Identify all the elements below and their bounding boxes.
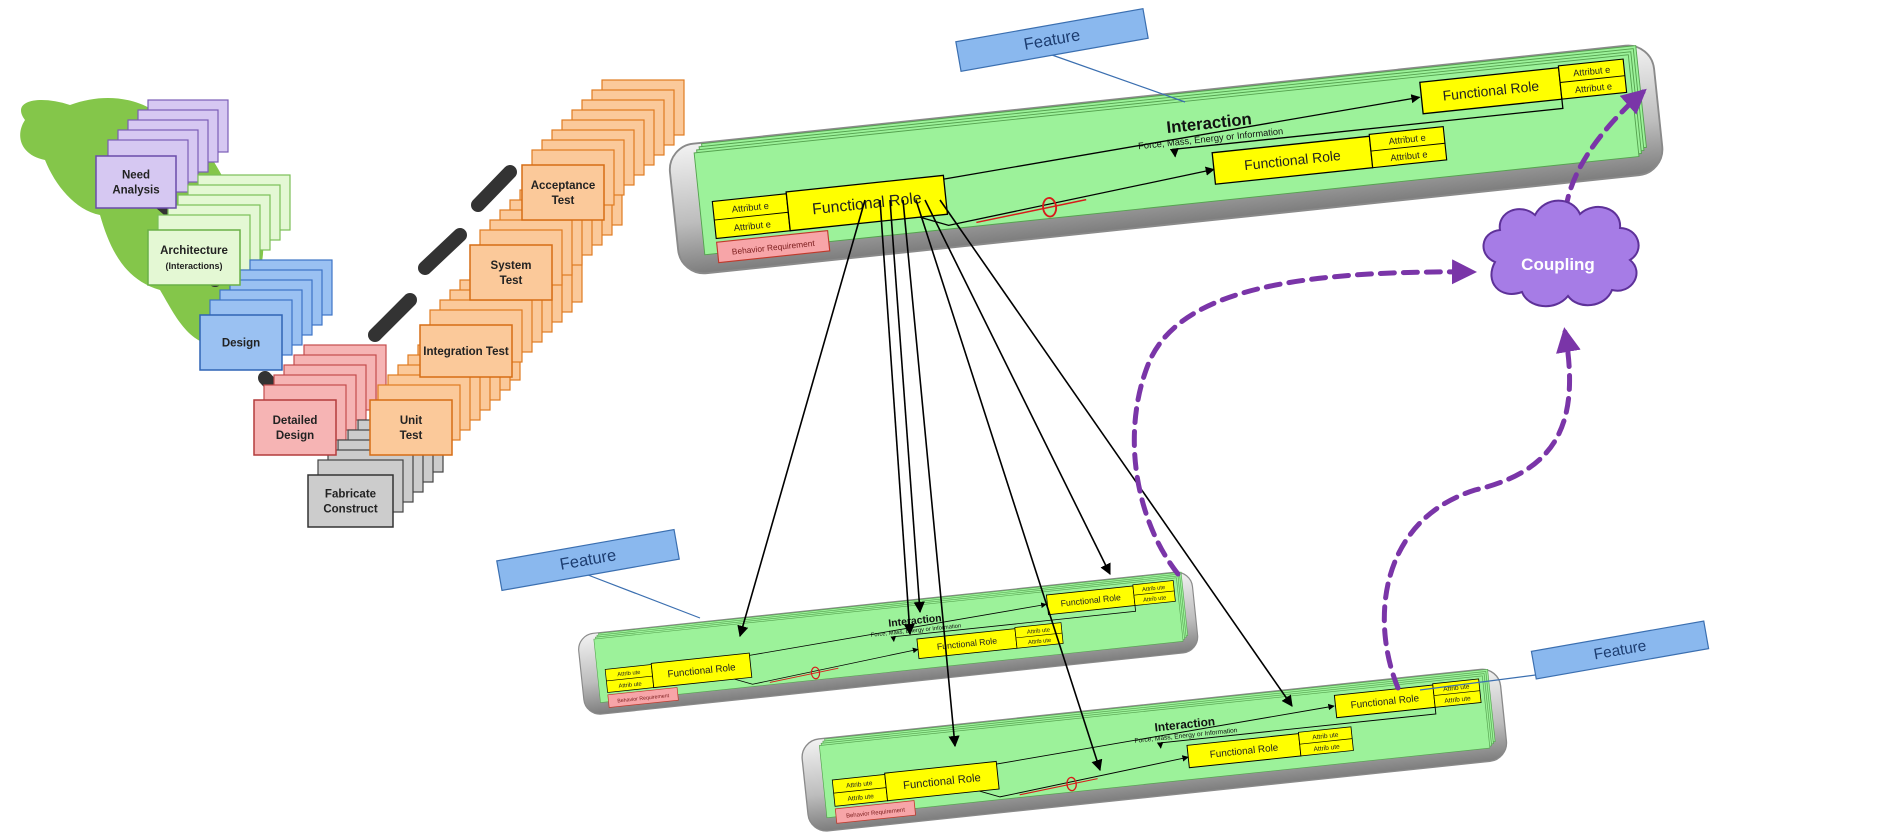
fabricate-construct-box-label: Fabricate [325,489,376,501]
feature-panel-left-behavior [607,687,679,708]
feature-panel-left-attr-upper-label: Attrib ute [1142,585,1166,593]
architecture-box-label: Architecture [160,245,228,257]
feature-panel-top-attr-upper-label: Attribut e [1573,65,1611,79]
feature-panel-right-behavior [834,800,917,824]
feature-panel-left-attr-middle-label: Attrib ute [1028,638,1052,646]
feature-panel-top-behavior [715,229,831,264]
feature-panel-top-attr-left-label: Attribut e [731,201,769,215]
coupling-paths [1131,88,1647,691]
unit-test-box-label: Unit [400,415,423,427]
feature-panel-left-attr-left-label: Attrib ute [617,670,641,678]
need-analysis-box-label: Need [122,170,150,182]
decomposition-arrows [737,199,1293,772]
feature-panel-top-attr-middle-label: Attribut e [1388,133,1426,147]
feature-tag-right: Feature [1530,620,1710,680]
integration-test-box: Integration Test [419,324,513,378]
acceptance-test-box-label: Test [552,195,575,207]
system-test-box-label: Test [500,275,523,287]
feature-panel-left-behavior-label: Behavior Requirement [617,693,670,704]
feature-panel-left-attr-middle-label: Attrib ute [1027,627,1051,635]
feature-panel-right-role-main [884,760,1000,802]
architecture-box-label: (Interactions) [165,261,222,271]
feature-panel-left-attr-upper-label: Attrib ute [1143,595,1167,603]
fabricate-construct-box-label: Construct [323,504,377,516]
feature-panel-right-attr-upper-label: Attrib ute [1443,683,1470,693]
feature-panel-right-attr-left-label: Attrib ute [846,780,873,790]
integration-test-box-label: Integration Test [423,346,509,358]
coupling-path-left [1131,259,1477,577]
feature-panel-top-attr-left-label: Attribut e [733,219,771,233]
feature-panel-right-attr-left-label: Attrib ute [847,793,874,803]
feature-panel-top-role-main [785,174,949,232]
feature-panel-right-attr-middle-label: Attrib ute [1312,732,1339,742]
feature-tag-top: Feature [955,8,1149,72]
feature-panel-top-attr-middle-label: Attribut e [1390,149,1428,163]
unit-test-box-label: Test [400,430,423,442]
feature-panel-right-attr-upper-label: Attrib ute [1444,695,1471,705]
feature-tag-left: Feature [496,528,680,592]
architecture-box: Architecture (Interactions) [147,229,241,286]
design-box: Design [199,314,283,371]
system-test-box-label: System [491,260,532,272]
coupling-cloud: Coupling [1482,199,1640,308]
feature-panel-right-loop [1066,776,1077,792]
feature-panel-left-loop [810,666,821,680]
feature-panel-left-attr-left-label: Attrib ute [618,681,642,689]
coupling-path-right [1381,327,1581,691]
feature-panel-left-role-main [650,652,753,689]
detailed-design-box-label: Detailed [273,415,318,427]
coupling-path-up [1562,88,1647,236]
detailed-design-box-label: Design [276,430,314,442]
feature-panel-top-loop [1042,197,1058,218]
feature-panel-top-attr-upper-label: Attribut e [1574,81,1612,95]
design-box-label: Design [222,338,260,350]
acceptance-test-box-label: Acceptance [531,180,596,192]
feature-panel-right-attr-middle-label: Attrib ute [1313,744,1340,754]
need-analysis-box-label: Analysis [112,185,159,197]
coupling-label: Coupling [1521,255,1595,274]
